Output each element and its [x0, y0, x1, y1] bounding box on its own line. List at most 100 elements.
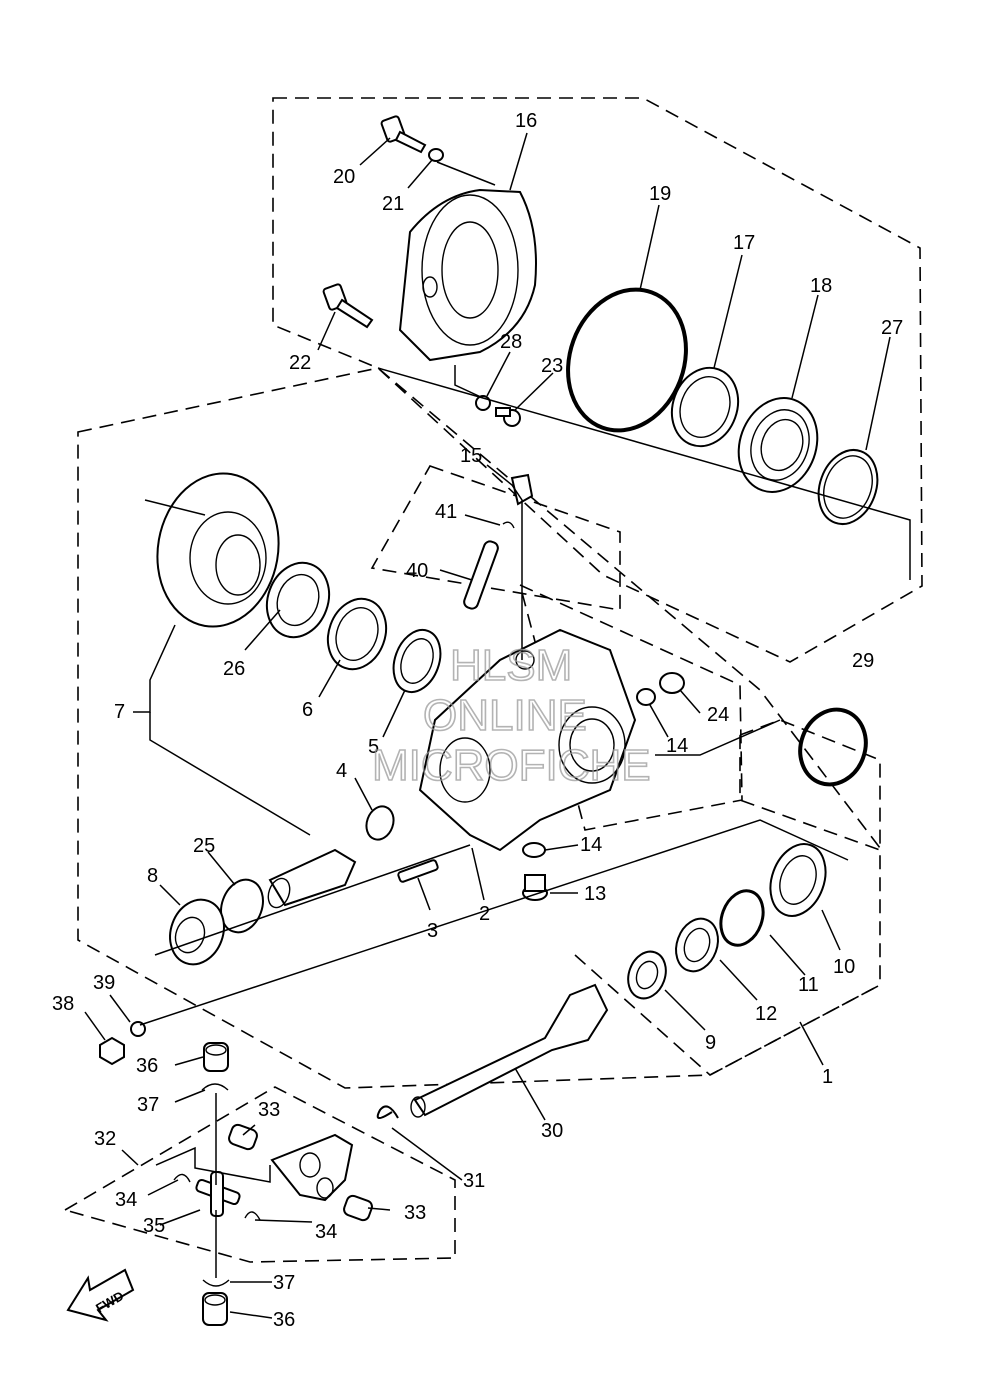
- callout-6: 6: [302, 699, 313, 721]
- callout-2: 2: [479, 903, 490, 925]
- oring-part-29: [798, 707, 868, 787]
- watermark-line-1: HLSM: [450, 641, 572, 690]
- callout-4: 4: [336, 760, 347, 782]
- callout-32: 32: [94, 1128, 116, 1150]
- callout-40: 40: [406, 560, 428, 582]
- callout-14-right: 14: [666, 735, 688, 757]
- rear-cover-part-16: [398, 188, 537, 362]
- callout-41: 41: [435, 501, 457, 523]
- bearing-part-4: [365, 805, 395, 841]
- needle-bearing-part-6: [326, 597, 388, 671]
- upper-cover-boundary: [272, 97, 923, 663]
- plate-part-26: [265, 561, 331, 639]
- callout-1: 1: [822, 1066, 833, 1088]
- bearing-part-18: [737, 397, 819, 493]
- bolt-part-22: [322, 283, 374, 329]
- seal-part-12: [675, 917, 719, 973]
- bearing-cup-part-36-upper: [203, 1042, 229, 1072]
- callout-36-lower: 36: [273, 1309, 295, 1331]
- callout-14-left: 14: [580, 834, 602, 856]
- callout-24: 24: [707, 704, 729, 726]
- main-assembly-boundary: [77, 367, 881, 1089]
- callout-35: 35: [143, 1215, 165, 1237]
- bolt-part-23: [495, 407, 521, 427]
- seal-part-17: [670, 366, 740, 448]
- drain-plug-part-13: [522, 874, 548, 901]
- hose-part-40: [463, 540, 499, 610]
- callout-17: 17: [733, 232, 755, 254]
- oring-part-19: [566, 287, 688, 433]
- ring-nut-part-10: [769, 843, 827, 917]
- leader-lines: [84, 132, 911, 1319]
- oring-part-11: [719, 889, 765, 947]
- oil-seal-part-5: [392, 629, 442, 693]
- callout-36-upper: 36: [136, 1055, 158, 1077]
- callout-38: 38: [52, 993, 74, 1015]
- fwd-arrow-icon: FWD: [66, 1268, 135, 1322]
- callout-9: 9: [705, 1032, 716, 1054]
- callout-28: 28: [500, 331, 522, 353]
- callout-3: 3: [427, 920, 438, 942]
- bearing-cup-part-33-lower: [343, 1194, 373, 1222]
- circlip-part-37-lower: [202, 1279, 230, 1287]
- gear-case-part-2: [418, 628, 637, 852]
- callout-37-upper: 37: [137, 1094, 159, 1116]
- callout-29: 29: [852, 650, 874, 672]
- callout-13: 13: [584, 883, 606, 905]
- callout-7: 7: [114, 701, 125, 723]
- callout-30: 30: [541, 1120, 563, 1142]
- plug-part-24: [659, 672, 685, 694]
- callout-37-lower: 37: [273, 1272, 295, 1294]
- bearing-part-8: [169, 898, 225, 966]
- assembly-boundaries: [62, 97, 923, 1263]
- callout-39: 39: [93, 972, 115, 994]
- breather-boundary: [370, 465, 621, 611]
- shaft-boundary: [574, 954, 881, 1076]
- callout-16: 16: [515, 110, 537, 132]
- drive-shaft-part-30: [410, 983, 609, 1118]
- callout-22: 22: [289, 352, 311, 374]
- nut-part-38: [99, 1036, 125, 1066]
- callout-12: 12: [755, 1003, 777, 1025]
- universal-joint-boundary: [62, 1086, 456, 1263]
- callout-10: 10: [833, 956, 855, 978]
- callout-27: 27: [881, 317, 903, 339]
- callout-21: 21: [382, 193, 404, 215]
- callout-33-lower: 33: [404, 1202, 426, 1224]
- callout-labels: 1 2 3 4 5 6 7 8 9 10 11 12 13 14 14 15 1…: [52, 110, 903, 1331]
- spider-part-35: [195, 1171, 241, 1217]
- parts: FWD: [66, 115, 879, 1326]
- callout-20: 20: [333, 166, 355, 188]
- washer-part-39: [130, 1021, 146, 1037]
- clip-part-41: [502, 521, 515, 529]
- shim-part-25: [220, 878, 264, 934]
- bearing-part-9: [627, 950, 667, 1000]
- callout-34-left: 34: [115, 1189, 137, 1211]
- callout-18: 18: [810, 275, 832, 297]
- callout-25: 25: [193, 835, 215, 857]
- bearing-cup-part-33-upper: [228, 1123, 258, 1151]
- shim-part-27: [817, 449, 879, 525]
- ring-gear-part-7: [156, 472, 280, 628]
- bolt-part-20: [380, 115, 427, 154]
- callout-23: 23: [541, 355, 563, 377]
- stud-part-3: [397, 859, 439, 883]
- circlip-part-34-lower: [244, 1211, 261, 1221]
- oring-29-boundary: [739, 719, 881, 852]
- circlip-part-31: [376, 1105, 399, 1119]
- breather-part-15: [510, 473, 534, 506]
- callout-15: 15: [460, 445, 482, 467]
- callout-11: 11: [798, 974, 819, 996]
- callout-5: 5: [368, 736, 379, 758]
- watermark: HLSM ONLINE MICROFICHE: [371, 640, 651, 791]
- callout-33-upper: 33: [258, 1099, 280, 1121]
- circlip-part-34-upper: [173, 1173, 191, 1183]
- washer-part-14-upper: [636, 688, 656, 706]
- callout-31: 31: [463, 1170, 485, 1192]
- washer-part-14-lower: [522, 842, 546, 858]
- watermark-line-3: MICROFICHE: [372, 741, 651, 790]
- pinion-gear: [267, 848, 357, 909]
- callout-26: 26: [223, 658, 245, 680]
- circlip-part-37-upper: [201, 1083, 229, 1091]
